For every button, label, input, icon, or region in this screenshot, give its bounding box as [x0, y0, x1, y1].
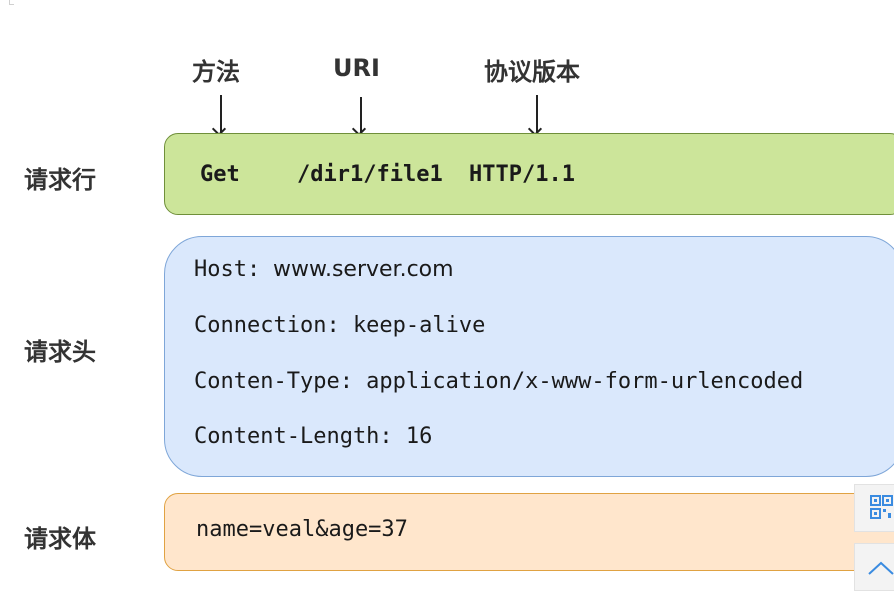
request-line-box — [164, 133, 894, 215]
request-body-content: name=veal&age=37 — [196, 517, 408, 542]
uri-label: URI — [333, 54, 380, 82]
qr-code-button[interactable] — [854, 484, 894, 532]
version-arrow-icon — [536, 95, 538, 132]
request-uri: /dir1/file1 — [297, 162, 443, 187]
corner-mark — [9, 0, 14, 5]
qr-code-icon — [870, 495, 893, 519]
request-version: HTTP/1.1 — [469, 162, 575, 187]
header-connection: Connection: keep-alive — [194, 313, 486, 338]
request-method: Get — [200, 162, 240, 187]
header-host-value: www.server.com — [273, 257, 454, 282]
request-headers-box — [164, 236, 894, 477]
request-body-label: 请求体 — [24, 525, 96, 553]
request-body-box — [164, 493, 894, 571]
chevron-up-icon — [868, 561, 894, 575]
request-headers-label: 请求头 — [24, 338, 96, 366]
header-host-key: Host: — [194, 257, 261, 282]
request-line-label: 请求行 — [24, 166, 96, 194]
back-to-top-button[interactable] — [854, 543, 894, 591]
protocol-version-label: 协议版本 — [484, 58, 580, 86]
method-label: 方法 — [192, 58, 240, 86]
header-content-length: Content-Length: 16 — [194, 424, 433, 449]
uri-arrow-icon — [360, 97, 362, 132]
header-content-type: Conten-Type: application/x-www-form-urle… — [194, 369, 804, 394]
method-arrow-icon — [220, 95, 222, 132]
